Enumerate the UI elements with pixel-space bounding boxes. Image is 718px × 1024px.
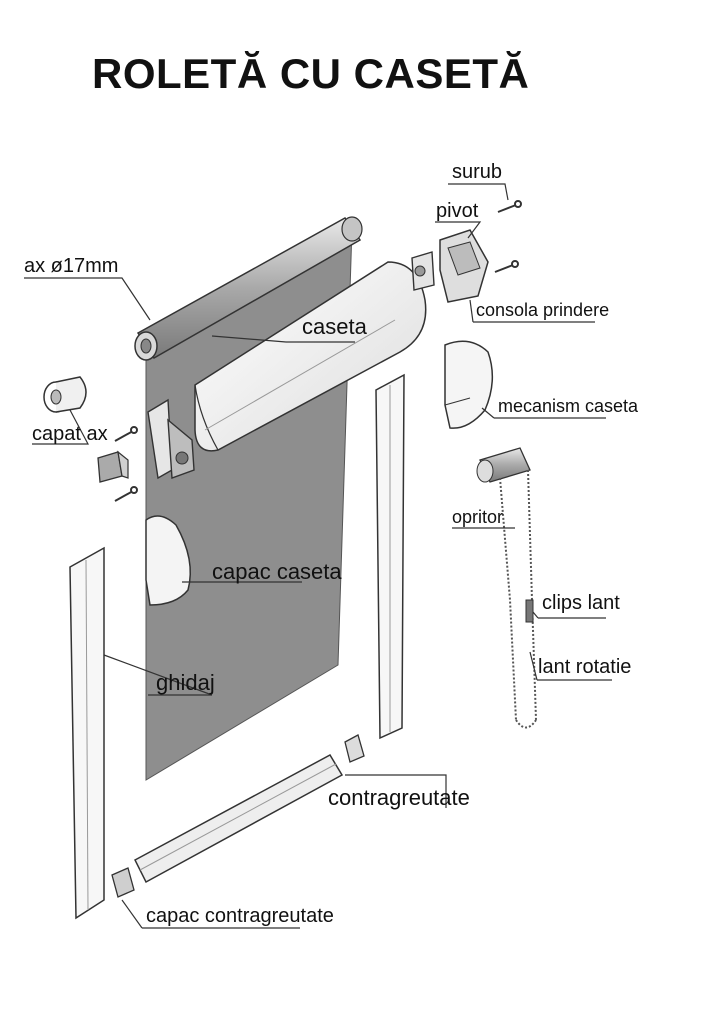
- small-plate: [97, 450, 129, 483]
- cassette: [194, 261, 427, 452]
- bottom-bar-caps: [111, 734, 365, 898]
- label-caseta: caseta: [302, 314, 367, 339]
- label-ghidaj: ghidaj: [156, 670, 215, 695]
- diagram-title: ROLETĂ CU CASETĂ: [92, 50, 530, 97]
- roller-tube: [134, 216, 363, 361]
- cassette-cover: [145, 515, 191, 606]
- label-clips-lant: clips lant: [542, 592, 620, 614]
- label-capac-contragreutate: capac contragreutate: [146, 905, 334, 927]
- stopper: [476, 447, 531, 483]
- label-pivot: pivot: [436, 200, 479, 222]
- label-lant-rotatie: lant rotatie: [538, 656, 632, 678]
- label-mecanism: mecanism caseta: [498, 396, 639, 416]
- bottom-bar: [134, 754, 344, 884]
- left-bracket: [147, 398, 195, 480]
- leader-lines: [24, 183, 612, 929]
- label-surub: surub: [452, 161, 503, 183]
- label-contragreutate: contragreutate: [328, 785, 470, 810]
- pivot-part: [411, 251, 435, 291]
- label-consola: consola prindere: [476, 300, 610, 320]
- label-capac-caseta: capac caseta: [212, 559, 342, 584]
- label-capat-ax: capat ax: [32, 423, 108, 445]
- end-cap: [43, 376, 87, 413]
- label-opritor: opritor: [452, 507, 504, 527]
- screws: [114, 200, 522, 502]
- mount-bracket: [439, 229, 489, 303]
- chain-clip: [525, 599, 534, 623]
- chain-loop: [499, 469, 537, 729]
- left-guide-rail: [69, 546, 105, 920]
- right-guide-rail: [375, 373, 405, 740]
- cassette-mechanism: [444, 340, 494, 429]
- label-ax: ax ø17mm: [24, 255, 119, 277]
